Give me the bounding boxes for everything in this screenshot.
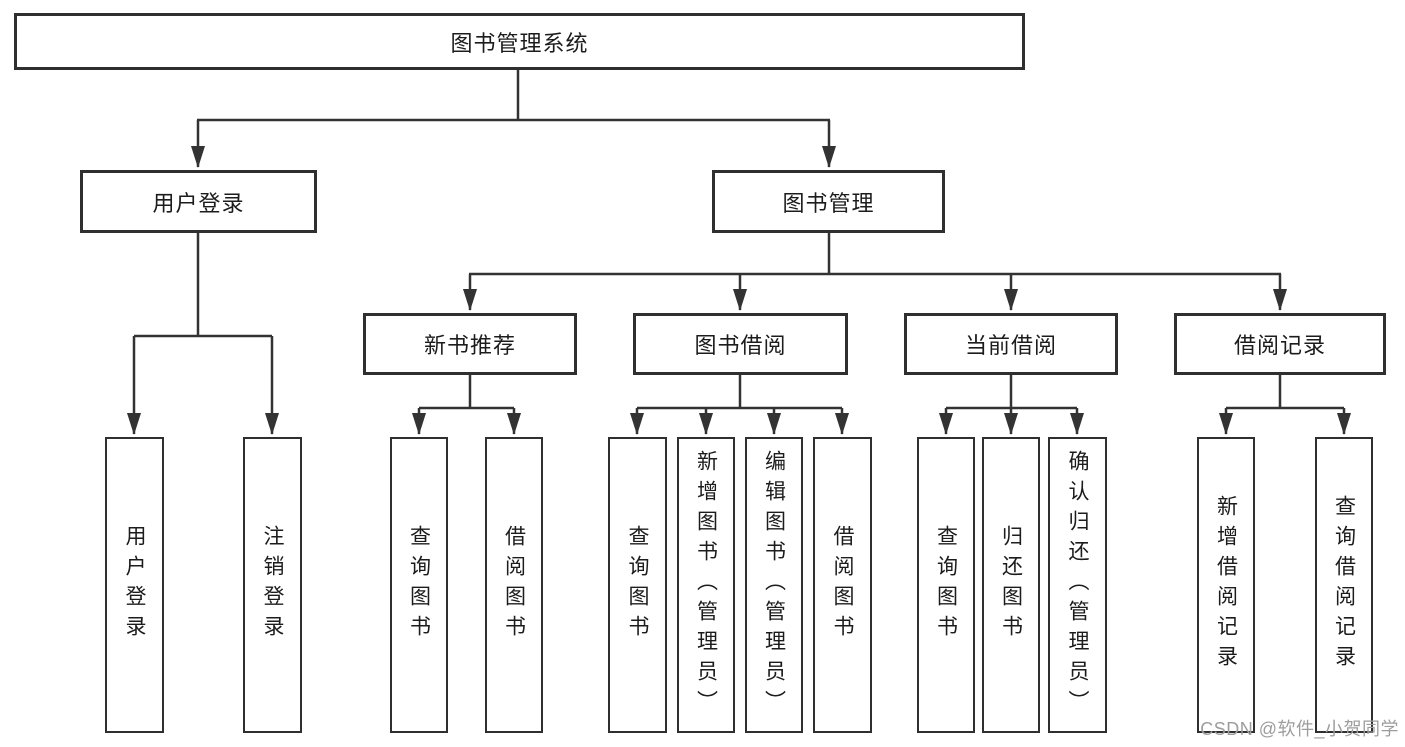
csdn-watermark: CSDN @软件_小贺同学 (1200, 719, 1399, 739)
leaf-borrow-books: 借阅图书 (813, 437, 872, 733)
tree-arrow-lines (127, 120, 1351, 435)
leaf-edit-books-admin: 编辑图书（管理员） (745, 437, 803, 733)
node-label: 图书借阅 (694, 333, 787, 358)
leaf-label: 新增借阅记录 (1214, 495, 1238, 675)
node-label: 借阅记录 (1233, 333, 1326, 358)
node-borrowing-records: 借阅记录 (1174, 313, 1386, 375)
leaf-label: 新增图书（管理员） (694, 450, 718, 720)
leaf-query-books-recommend: 查询图书 (390, 437, 448, 733)
leaf-add-borrow-record: 新增借阅记录 (1197, 437, 1255, 733)
leaf-label: 用户登录 (123, 525, 146, 645)
leaf-logout: 注销登录 (243, 437, 302, 733)
node-user-login: 用户登录 (80, 170, 317, 233)
leaf-label: 查询借阅记录 (1332, 495, 1356, 675)
node-book-borrowing: 图书借阅 (633, 313, 848, 375)
leaf-query-borrow-record: 查询借阅记录 (1315, 437, 1373, 733)
node-library-management-system: 图书管理系统 (14, 13, 1025, 70)
leaf-label: 编辑图书（管理员） (762, 450, 786, 720)
leaf-query-books-borrowing: 查询图书 (608, 437, 667, 733)
leaf-label: 借阅图书 (831, 525, 854, 645)
leaf-query-books-current: 查询图书 (917, 437, 975, 733)
leaf-return-books: 归还图书 (982, 437, 1040, 733)
leaf-add-books-admin: 新增图书（管理员） (677, 437, 735, 733)
node-label: 图书管理系统 (450, 30, 589, 56)
leaf-label: 归还图书 (999, 525, 1023, 645)
leaf-label: 确认归还（管理员） (1066, 450, 1089, 720)
leaf-user-login: 用户登录 (105, 437, 164, 733)
leaf-label: 查询图书 (626, 525, 649, 645)
node-label: 当前借阅 (964, 333, 1057, 358)
node-book-management: 图书管理 (712, 170, 945, 233)
node-label: 图书管理 (782, 190, 875, 216)
node-label: 用户登录 (152, 190, 245, 216)
leaf-confirm-return-admin: 确认归还（管理员） (1048, 437, 1107, 733)
node-current-borrowing: 当前借阅 (904, 313, 1118, 375)
leaf-label: 借阅图书 (502, 525, 526, 645)
leaf-label: 查询图书 (407, 525, 431, 645)
leaf-label: 查询图书 (934, 525, 958, 645)
node-label: 新书推荐 (423, 333, 516, 358)
node-new-book-recommendation: 新书推荐 (363, 313, 577, 375)
leaf-borrow-books-recommend: 借阅图书 (485, 437, 543, 733)
leaf-label: 注销登录 (261, 525, 284, 645)
